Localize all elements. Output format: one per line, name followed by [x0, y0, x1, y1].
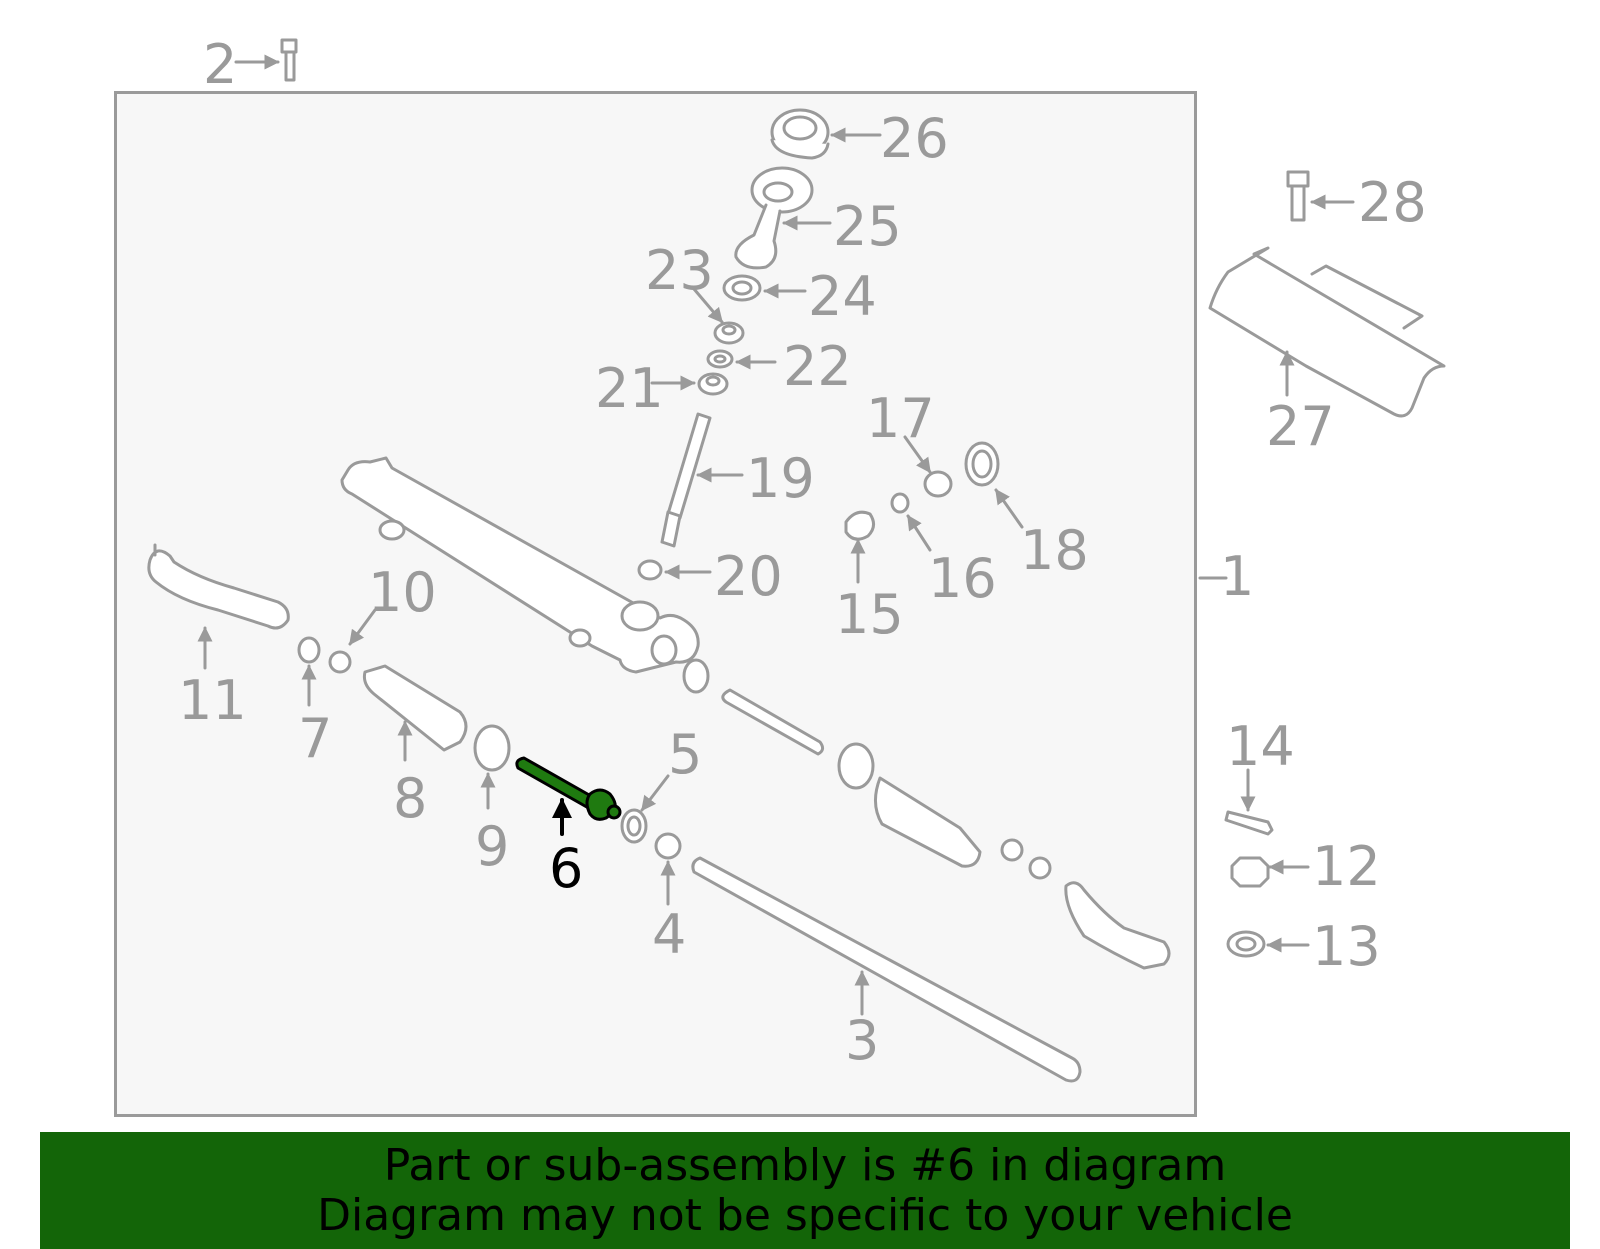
callout-22[interactable]: 22 — [783, 335, 852, 398]
part-20-nut[interactable] — [637, 559, 712, 581]
callout-6-highlighted[interactable]: 6 — [549, 837, 584, 900]
callout-10[interactable]: 10 — [368, 561, 437, 624]
callout-5[interactable]: 5 — [668, 723, 703, 786]
part-16-ring[interactable] — [890, 492, 932, 552]
callout-25[interactable]: 25 — [833, 195, 902, 258]
callout-4[interactable]: 4 — [652, 903, 687, 966]
part-22-seal[interactable] — [706, 349, 777, 370]
callout-20[interactable]: 20 — [714, 545, 783, 608]
callout-8[interactable]: 8 — [393, 767, 428, 830]
info-banner: Part or sub-assembly is #6 in diagram Di… — [40, 1132, 1570, 1249]
callout-27[interactable]: 27 — [1266, 395, 1335, 458]
part-14-clip[interactable] — [1224, 768, 1274, 836]
part-4-bushing[interactable] — [654, 832, 682, 906]
part-15-yoke[interactable] — [844, 510, 875, 584]
callout-7[interactable]: 7 — [298, 707, 333, 770]
part-27-heat-shield[interactable] — [1208, 246, 1446, 418]
part-6-opposite-rod — [682, 658, 1171, 970]
part-21-bushing[interactable] — [650, 372, 729, 396]
part-26-cap[interactable] — [770, 108, 882, 160]
callout-26[interactable]: 26 — [880, 107, 949, 170]
callout-2[interactable]: 2 — [203, 33, 238, 96]
callout-11[interactable]: 11 — [178, 669, 247, 732]
part-12-nut[interactable] — [1230, 856, 1310, 888]
part-18-ring[interactable] — [964, 441, 1024, 529]
part-2-bolt[interactable] — [234, 38, 298, 82]
part-25-housing[interactable] — [734, 166, 832, 270]
part-8-boot[interactable] — [362, 664, 468, 762]
part-10-clamp[interactable] — [328, 608, 377, 674]
banner-line-part: Part or sub-assembly is #6 in diagram — [383, 1139, 1227, 1191]
callout-14[interactable]: 14 — [1226, 715, 1295, 778]
callout-9[interactable]: 9 — [475, 815, 510, 878]
part-24-washer[interactable] — [722, 274, 807, 302]
part-rack-housing[interactable] — [340, 456, 700, 674]
part-28-bolt[interactable] — [1286, 170, 1355, 222]
part-5-washer[interactable] — [620, 774, 670, 844]
callout-23[interactable]: 23 — [645, 239, 714, 302]
part-6-inner-tie-rod[interactable] — [515, 756, 622, 836]
part-17-plug[interactable] — [903, 435, 953, 498]
callout-1[interactable]: 1 — [1220, 545, 1255, 608]
callout-15[interactable]: 15 — [835, 583, 904, 646]
callout-19[interactable]: 19 — [746, 447, 815, 510]
callout-18[interactable]: 18 — [1020, 519, 1089, 582]
part-11-tie-rod-end[interactable] — [147, 543, 290, 670]
callout-21[interactable]: 21 — [595, 357, 664, 420]
callout-17[interactable]: 17 — [866, 387, 935, 450]
part-13-washer[interactable] — [1226, 930, 1310, 958]
banner-line-disclaimer: Diagram may not be specific to your vehi… — [317, 1189, 1293, 1241]
part-23-bushing[interactable] — [692, 287, 745, 345]
assembly-frame — [114, 91, 1197, 1117]
part-7-clamp[interactable] — [297, 636, 321, 707]
part-19-pinion[interactable] — [660, 412, 744, 548]
callout-13[interactable]: 13 — [1312, 915, 1381, 978]
part-3-rack[interactable] — [691, 856, 1082, 1083]
callout-16[interactable]: 16 — [928, 547, 997, 610]
part-9-clamp[interactable] — [473, 724, 511, 810]
callout-3[interactable]: 3 — [845, 1009, 880, 1072]
callout-24[interactable]: 24 — [808, 265, 877, 328]
callout-12[interactable]: 12 — [1312, 835, 1381, 898]
callout-28[interactable]: 28 — [1358, 171, 1427, 234]
